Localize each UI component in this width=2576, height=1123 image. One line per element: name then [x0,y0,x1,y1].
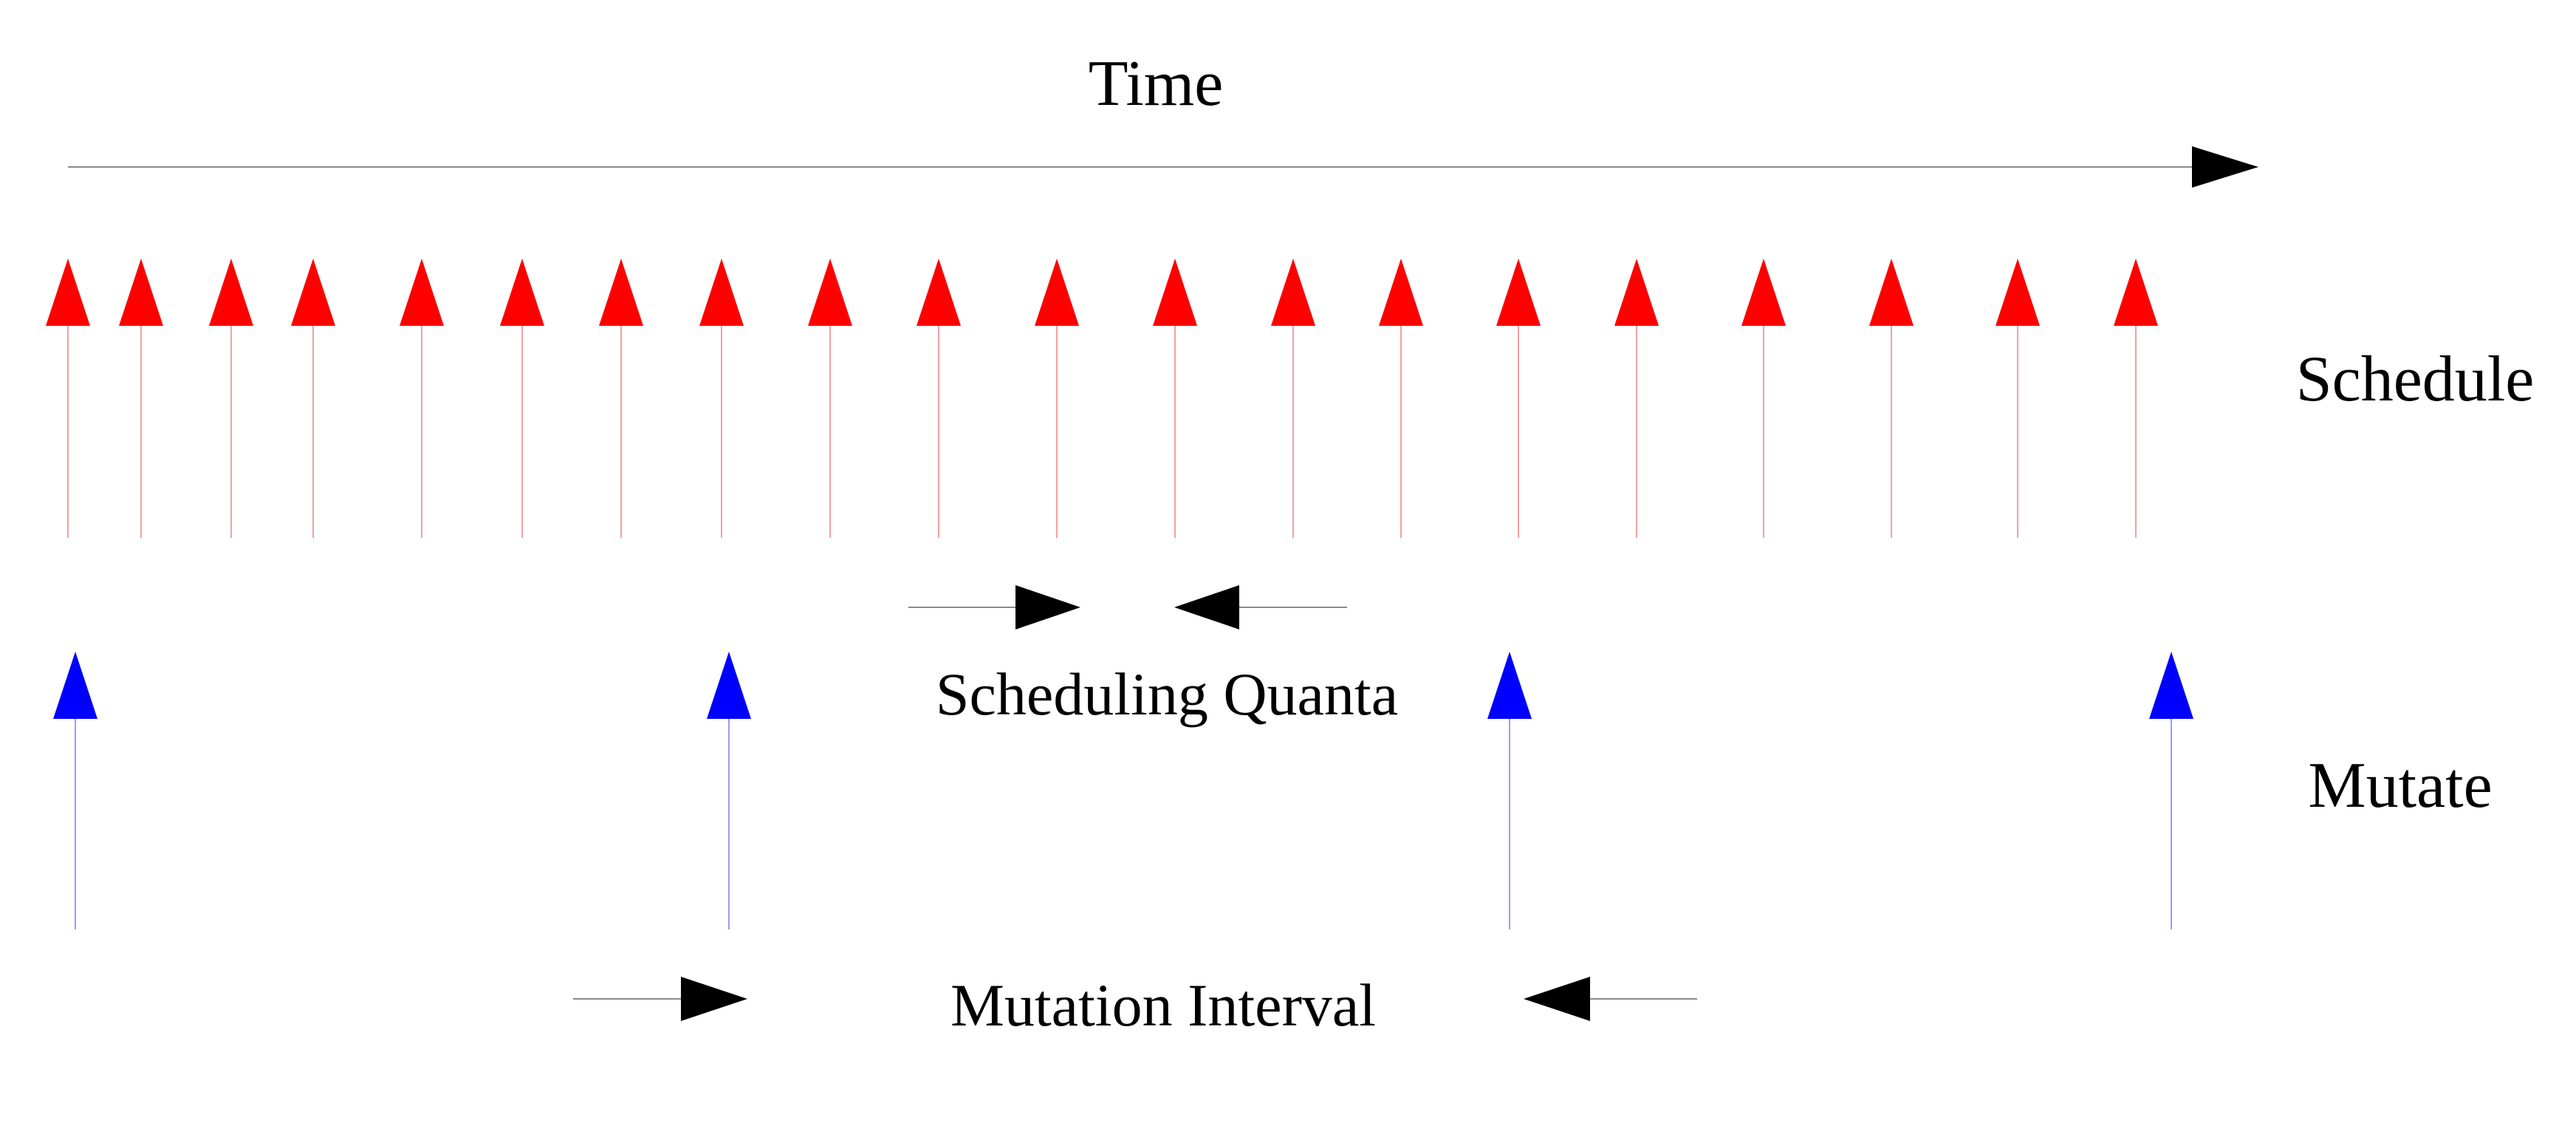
schedule-event-arrow-arrowhead [1153,259,1197,326]
mutate-event-arrow-arrowhead [2149,652,2193,719]
schedule-event-arrow [500,259,544,538]
schedule-event-arrow-arrowhead [599,259,643,326]
schedule-event-arrow-arrowhead [291,259,335,326]
mutate-events [53,652,2193,929]
schedule-event-arrow-arrowhead [1271,259,1315,326]
schedule-event-arrow-arrowhead [209,259,253,326]
interval-left-arrowhead [681,977,747,1021]
schedule-event-arrow [1996,259,2040,538]
schedule-event-arrow [699,259,744,538]
scheduling-quanta-indicator: Scheduling Quanta [908,585,1398,728]
schedule-event-arrow-arrowhead [46,259,90,326]
quanta-right-arrowhead [1174,585,1239,629]
schedule-event-arrow [808,259,852,538]
schedule-event-arrow [1869,259,1914,538]
schedule-event-arrow-arrowhead [1996,259,2040,326]
schedule-event-arrow [1153,259,1197,538]
scheduling-quanta-label: Scheduling Quanta [936,661,1398,728]
mutate-event-arrow [2149,652,2193,929]
schedule-event-arrow-arrowhead [500,259,544,326]
schedule-event-arrow [2114,259,2158,538]
schedule-event-arrow-arrowhead [1035,259,1079,326]
schedule-event-arrow [46,259,90,538]
schedule-event-arrow-arrowhead [1496,259,1541,326]
schedule-event-arrow-arrowhead [699,259,744,326]
schedule-event-arrow [1271,259,1315,538]
mutate-event-arrow-arrowhead [53,652,97,719]
schedule-event-arrow-arrowhead [400,259,444,326]
quanta-left-arrowhead [1015,585,1080,629]
schedule-event-arrow [119,259,163,538]
schedule-event-arrow-arrowhead [808,259,852,326]
time-label: Time [1089,48,1224,120]
schedule-event-arrow-arrowhead [1869,259,1914,326]
mutate-label: Mutate [2308,750,2492,822]
schedule-event-arrow [209,259,253,538]
schedule-event-arrow-arrowhead [1614,259,1659,326]
mutate-event-arrow [1487,652,1532,929]
schedule-event-arrow [1379,259,1423,538]
interval-right-arrowhead [1524,977,1590,1021]
schedule-event-arrow-arrowhead [1379,259,1423,326]
schedule-event-arrow [1496,259,1541,538]
schedule-events [46,259,2158,538]
schedule-event-arrow [291,259,335,538]
schedule-event-arrow-arrowhead [1741,259,1786,326]
schedule-event-arrow [1035,259,1079,538]
schedule-event-arrow [1614,259,1659,538]
schedule-event-arrow [917,259,961,538]
mutate-event-arrow-arrowhead [1487,652,1532,719]
time-axis-arrowhead [2192,146,2258,188]
schedule-event-arrow-arrowhead [917,259,961,326]
schedule-label: Schedule [2296,344,2535,415]
schedule-event-arrow-arrowhead [119,259,163,326]
mutation-interval-label: Mutation Interval [950,972,1376,1039]
schedule-event-arrow [599,259,643,538]
time-axis: Time [68,48,2258,188]
mutate-event-arrow [53,652,97,929]
schedule-event-arrow [400,259,444,538]
mutate-event-arrow [707,652,751,929]
schedule-event-arrow-arrowhead [2114,259,2158,326]
mutation-interval-indicator: Mutation Interval [573,972,1697,1039]
mutate-event-arrow-arrowhead [707,652,751,719]
schedule-event-arrow [1741,259,1786,538]
